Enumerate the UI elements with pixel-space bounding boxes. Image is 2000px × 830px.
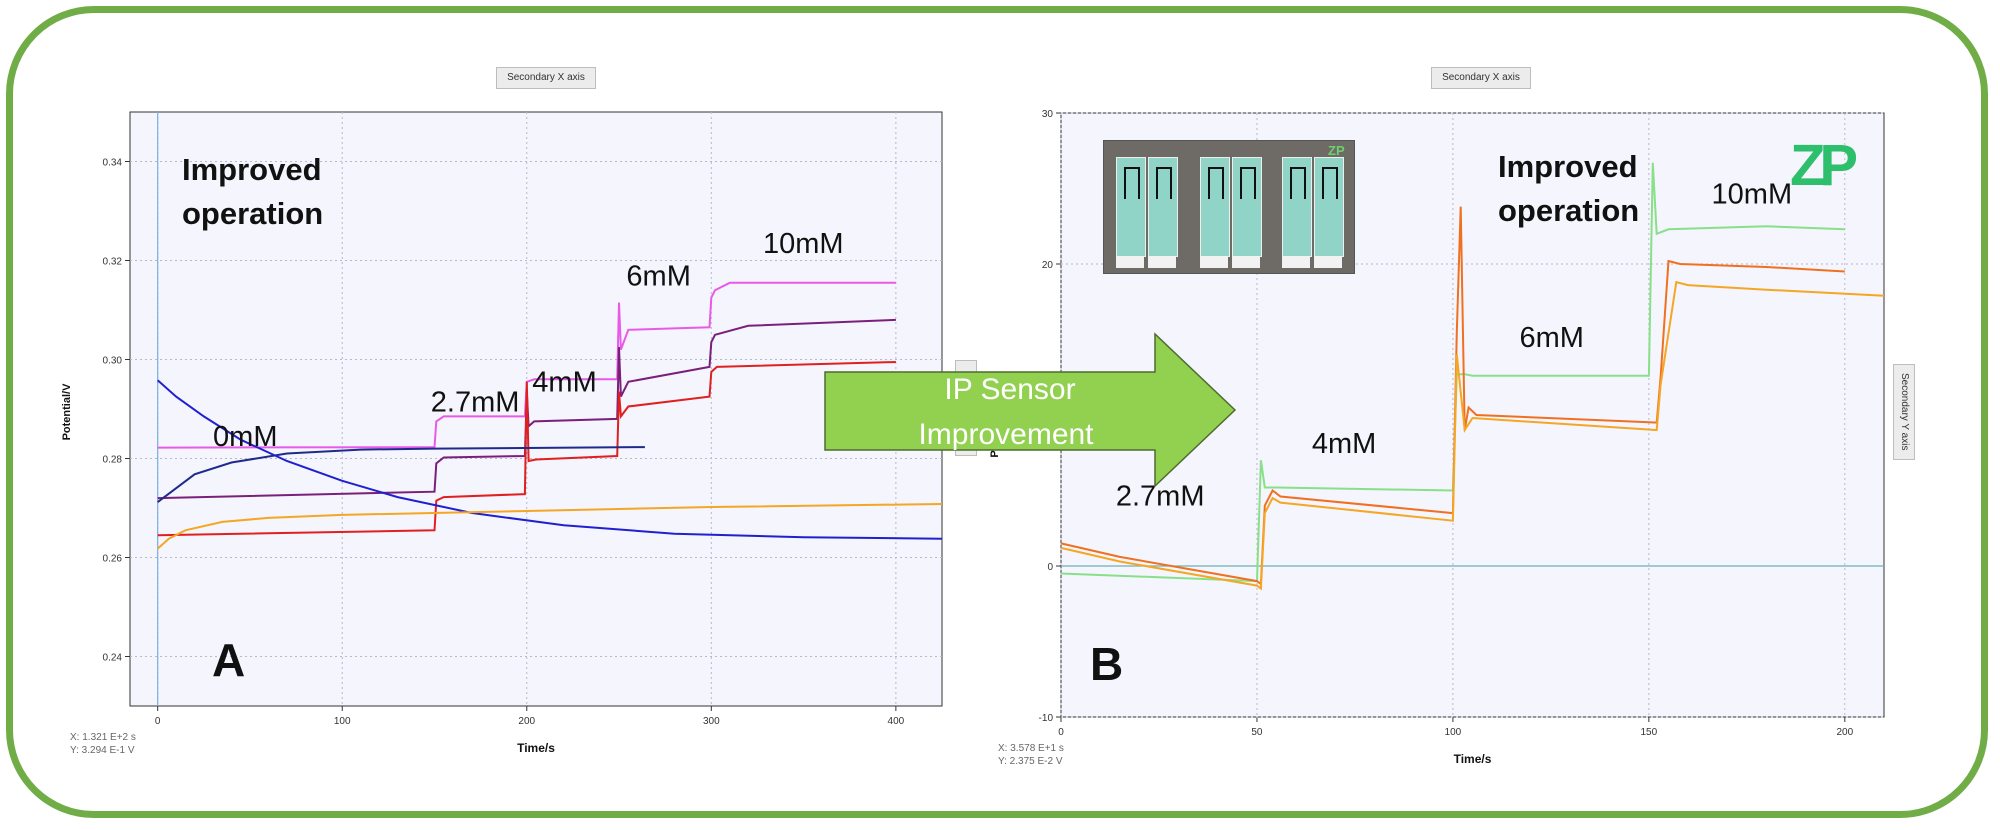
strip-electrode-trace [1290, 167, 1306, 199]
step-label: 6mM [1520, 322, 1584, 354]
x-axis-label: Time/s [1454, 752, 1492, 766]
secondary-x-axis-button-b[interactable]: Secondary X axis [1431, 67, 1531, 89]
step-label: 6mM [626, 260, 690, 292]
strip-electrode-trace [1156, 167, 1172, 199]
y-tick-label: 20 [1042, 260, 1054, 271]
strip-electrode-trace [1208, 167, 1224, 199]
strip-electrode-trace [1124, 167, 1140, 199]
x-axis-label: Time/s [517, 741, 555, 755]
y-tick-label: -10 [1039, 713, 1054, 724]
sensor-strip [1232, 157, 1262, 268]
step-label: 2.7mM [1116, 481, 1205, 513]
y-tick-label: 0.26 [103, 554, 123, 565]
annotation-line: Improved [182, 152, 322, 187]
secondary-y-axis-button-b[interactable]: Secondary Y axis [1893, 364, 1915, 460]
cursor-readout-a: X: 1.321 E+2 s Y: 3.294 E-1 V [70, 731, 136, 757]
panel-label: B [1090, 638, 1123, 690]
series-line-1 [1060, 162, 1845, 583]
strip-electrode-trace [1322, 167, 1338, 199]
y-tick-label: 0.30 [103, 356, 123, 367]
panel-label: A [212, 634, 245, 686]
sensor-strip [1148, 157, 1178, 268]
step-label: 10mM [763, 228, 844, 260]
annotation-line: operation [182, 196, 323, 231]
x-tick-label: 200 [1836, 727, 1853, 738]
y-tick-label: 0 [1047, 562, 1053, 573]
photo-zp-logo: ZP [1328, 143, 1345, 158]
series-line-1 [157, 281, 896, 449]
x-tick-label: 200 [518, 716, 535, 727]
cursor-readout-b-x: X: 3.578 E+1 s [998, 743, 1064, 754]
step-label: 4mM [532, 367, 596, 399]
secondary-x-axis-button-a[interactable]: Secondary X axis [496, 67, 596, 89]
step-label: 2.7mM [431, 386, 520, 418]
annotation-line: operation [1498, 193, 1639, 228]
y-tick-label: 0.32 [103, 257, 123, 268]
zp-logo: ZP [1790, 133, 1858, 198]
series-line-3 [157, 361, 896, 537]
step-label: 4mM [1312, 428, 1376, 460]
cursor-readout-b-y: Y: 2.375 E-2 V [998, 756, 1063, 767]
step-label: 0mM [213, 421, 277, 453]
cursor-readout-a-x: X: 1.321 E+2 s [70, 732, 136, 743]
cursor-readout-a-y: Y: 3.294 E-1 V [70, 745, 135, 756]
strip-electrode-trace [1240, 167, 1256, 199]
series-line-6 [157, 503, 943, 550]
rounded-green-frame [6, 6, 1988, 818]
y-tick-label: 0.24 [103, 653, 123, 664]
x-tick-label: 400 [888, 716, 905, 727]
sensor-strip [1116, 157, 1146, 268]
y-tick-label: 0.34 [103, 158, 123, 169]
x-tick-label: 0 [1058, 727, 1064, 738]
arrow-label-line2: Improvement [918, 418, 1094, 451]
series-line-4 [157, 446, 645, 503]
y-axis-label: P [989, 450, 1001, 457]
sensor-strip [1314, 157, 1344, 268]
plot-area [129, 111, 943, 707]
arrow-label-line1: IP Sensor [944, 373, 1075, 406]
x-tick-label: 100 [334, 716, 351, 727]
sensor-strips-photo: ZP [1103, 140, 1355, 274]
y-tick-label: 30 [1042, 109, 1054, 120]
cursor-readout-b: X: 3.578 E+1 s Y: 2.375 E-2 V [998, 742, 1064, 768]
x-tick-label: 0 [155, 716, 161, 727]
sensor-strip [1200, 157, 1230, 268]
x-tick-label: 300 [703, 716, 720, 727]
series-line-2 [157, 318, 896, 500]
annotation-line: Improved [1498, 149, 1638, 184]
y-axis-label: Potential/V [61, 383, 73, 441]
x-tick-label: 100 [1445, 727, 1462, 738]
step-label: 10mM [1712, 179, 1793, 211]
x-tick-label: 150 [1641, 727, 1658, 738]
x-tick-label: 50 [1251, 727, 1263, 738]
arrow-shape [824, 332, 1237, 488]
sensor-strip [1282, 157, 1312, 268]
series-line-3 [1060, 280, 1885, 591]
series-line-5 [157, 379, 943, 540]
y-tick-label: 0.28 [103, 455, 123, 466]
